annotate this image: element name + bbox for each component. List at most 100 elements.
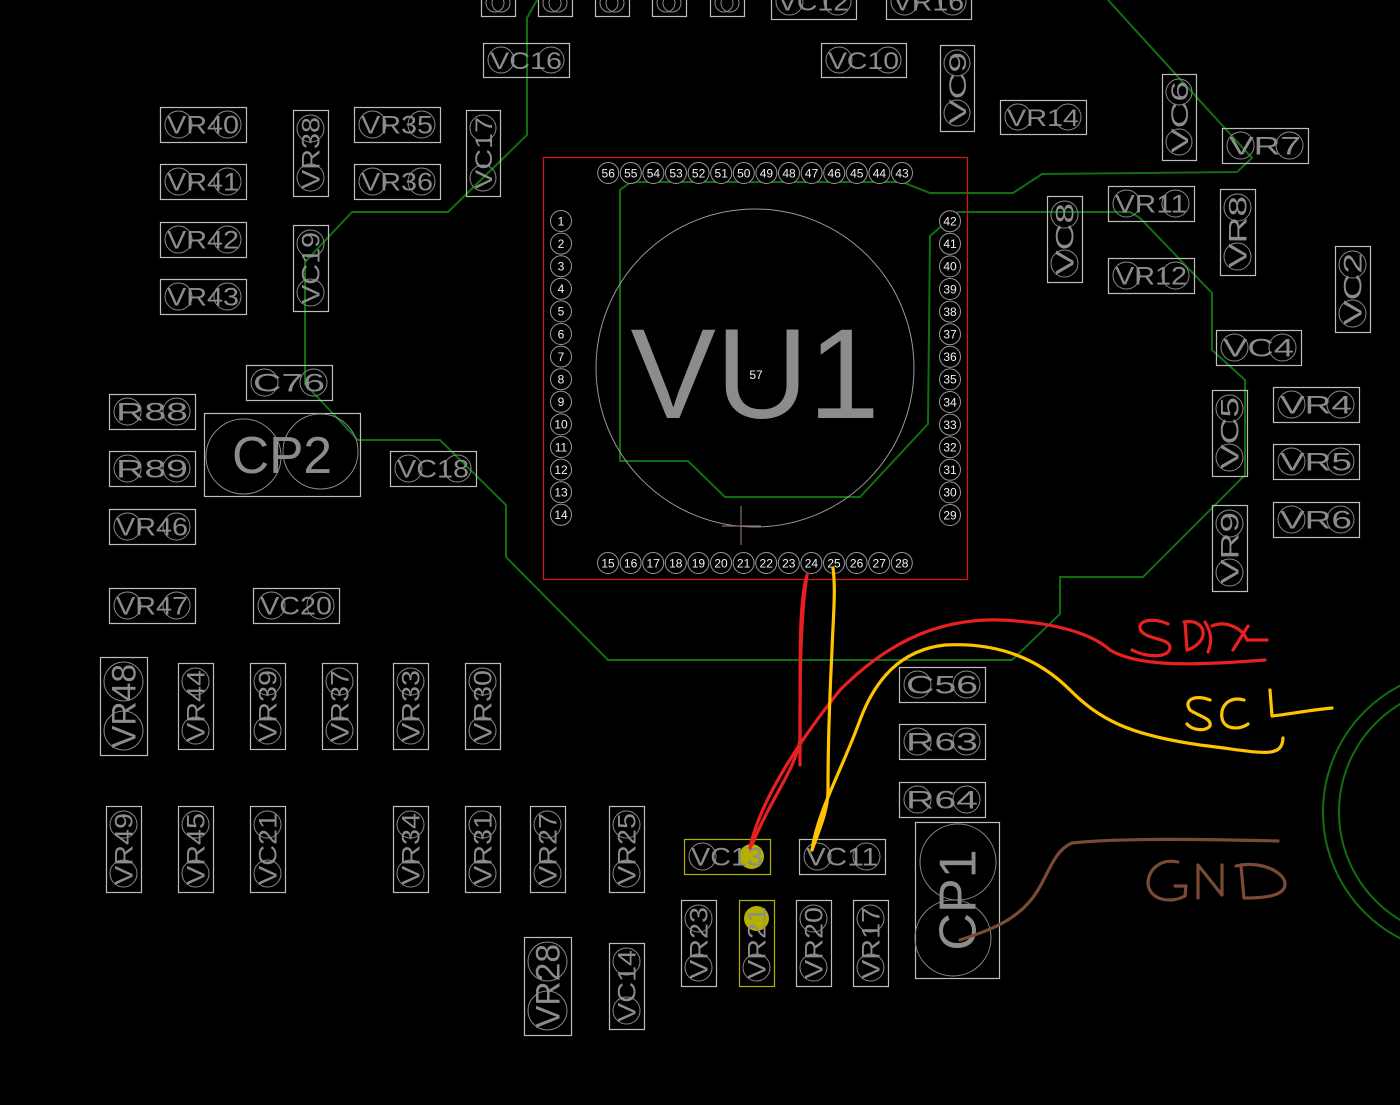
ic-pin-43[interactable]: 43: [891, 162, 913, 184]
pad[interactable]: [487, 46, 515, 74]
ic-pin-21[interactable]: 21: [732, 552, 755, 574]
pad[interactable]: [1226, 131, 1255, 160]
component-r63[interactable]: R63: [898, 723, 987, 761]
pad[interactable]: [874, 46, 902, 74]
pad[interactable]: [394, 454, 423, 483]
ic-pin-39[interactable]: 39: [939, 278, 961, 300]
pad[interactable]: [113, 591, 142, 620]
pad[interactable]: [253, 859, 282, 888]
component-vc18[interactable]: VC18: [389, 450, 478, 488]
sda-annotation[interactable]: [748, 573, 1269, 850]
pad[interactable]: [443, 454, 472, 483]
ic-pin-20[interactable]: 20: [710, 552, 732, 574]
ic-pin-36[interactable]: 36: [939, 345, 961, 368]
ic-pin-50[interactable]: 50: [732, 162, 755, 184]
pad[interactable]: [527, 990, 568, 1031]
pad[interactable]: [1112, 261, 1141, 290]
pad[interactable]: [257, 591, 286, 620]
ic-pin-4[interactable]: 4: [550, 277, 572, 300]
pad[interactable]: [852, 842, 881, 871]
pad[interactable]: [103, 710, 144, 751]
pad[interactable]: [1275, 131, 1304, 160]
component-cp1[interactable]: CP1: [914, 821, 1001, 980]
pad[interactable]: [799, 953, 828, 982]
pad[interactable]: [299, 368, 328, 397]
component-vr42[interactable]: VR42: [159, 221, 248, 259]
pad[interactable]: [714, 0, 734, 13]
pad[interactable]: [253, 810, 282, 839]
ic-pin-32[interactable]: 32: [939, 436, 961, 459]
component-c76[interactable]: C76: [245, 364, 334, 402]
component-vr49[interactable]: VR49: [105, 805, 143, 894]
component-vr5[interactable]: VR5: [1272, 443, 1361, 481]
component-vr45[interactable]: VR45: [177, 805, 215, 894]
component-vc16[interactable]: VC16: [482, 42, 571, 79]
pad[interactable]: [684, 904, 713, 933]
pad[interactable]: [162, 512, 191, 541]
component-vr37[interactable]: VR37: [321, 662, 359, 751]
pad[interactable]: [181, 716, 210, 745]
component-vc9[interactable]: VC9: [939, 44, 976, 133]
pad[interactable]: [296, 114, 325, 143]
pad[interactable]: [358, 110, 387, 139]
pad[interactable]: [407, 167, 436, 196]
pad[interactable]: [720, 0, 740, 13]
pad[interactable]: [1277, 390, 1306, 419]
component-vr21[interactable]: VR21: [738, 899, 776, 988]
pad[interactable]: [1165, 128, 1193, 156]
pad[interactable]: [1326, 447, 1355, 476]
component-vr12[interactable]: VR12: [1107, 257, 1196, 295]
pad[interactable]: [164, 167, 193, 196]
ic-pin-22[interactable]: 22: [755, 552, 778, 574]
ic-pin-13[interactable]: 13: [550, 481, 572, 504]
pad[interactable]: [903, 727, 932, 756]
ic-pin-56[interactable]: 56: [597, 162, 620, 184]
component-vc6[interactable]: VC6: [1161, 73, 1198, 162]
ic-pin-18[interactable]: 18: [664, 552, 687, 574]
pad[interactable]: [803, 842, 832, 871]
pad[interactable]: [213, 282, 242, 311]
pad[interactable]: [253, 667, 282, 696]
pad[interactable]: [282, 413, 359, 490]
ic-pin-45[interactable]: 45: [845, 162, 868, 184]
component-vc19[interactable]: VC19: [292, 224, 330, 313]
pad[interactable]: [1050, 249, 1079, 278]
component-vr33[interactable]: VR33: [392, 662, 430, 751]
component-unlabeled-3[interactable]: [651, 0, 688, 18]
component-vr4[interactable]: VR4: [1272, 386, 1361, 424]
component-vr48[interactable]: VR48: [99, 656, 149, 757]
ic-pin-3[interactable]: 3: [550, 255, 572, 278]
pad[interactable]: [109, 859, 138, 888]
pad[interactable]: [742, 953, 771, 982]
component-vc5[interactable]: VC5: [1211, 389, 1249, 478]
pad[interactable]: [181, 859, 210, 888]
component-vr47[interactable]: VR47: [108, 587, 197, 625]
pad[interactable]: [1215, 509, 1244, 538]
pad[interactable]: [1268, 333, 1297, 362]
pad[interactable]: [396, 716, 425, 745]
pad[interactable]: [612, 810, 641, 839]
component-vr11[interactable]: VR11: [1107, 185, 1196, 223]
pad[interactable]: [903, 785, 932, 814]
pad[interactable]: [952, 785, 981, 814]
pad[interactable]: [296, 229, 325, 258]
pad[interactable]: [656, 0, 676, 13]
pad[interactable]: [296, 278, 325, 307]
pad[interactable]: [903, 670, 932, 699]
pad[interactable]: [1338, 250, 1367, 279]
ic-pin-52[interactable]: 52: [687, 162, 710, 184]
ic-pin-11[interactable]: 11: [550, 436, 572, 458]
component-vc13[interactable]: VC13: [683, 838, 772, 876]
gnd-annotation[interactable]: [958, 837, 1287, 942]
pad[interactable]: [250, 368, 279, 397]
pad[interactable]: [396, 667, 425, 696]
component-vr25[interactable]: VR25: [608, 805, 646, 894]
component-vc11[interactable]: VC11: [798, 838, 887, 876]
pad[interactable]: [213, 167, 242, 196]
pad[interactable]: [468, 810, 497, 839]
component-r64[interactable]: R64: [898, 781, 987, 819]
ic-pin-34[interactable]: 34: [939, 391, 961, 413]
pad[interactable]: [1277, 505, 1306, 534]
pad[interactable]: [1215, 394, 1244, 423]
